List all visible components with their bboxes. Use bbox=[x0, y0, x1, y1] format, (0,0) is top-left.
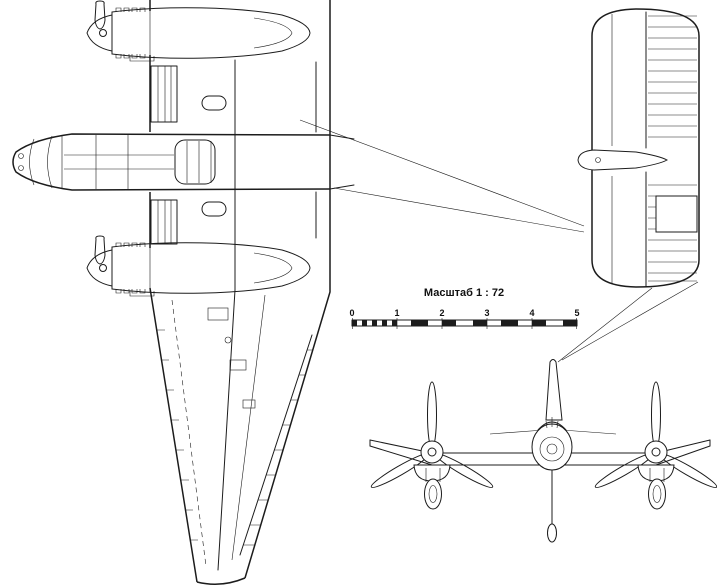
propeller-blade bbox=[651, 381, 661, 449]
scale-ruler-ticks bbox=[352, 318, 577, 329]
fuselage-frames bbox=[61, 134, 129, 190]
aileron-ribs bbox=[243, 349, 313, 546]
canopy bbox=[174, 139, 216, 185]
wing-tip bbox=[196, 577, 246, 585]
main-wheel bbox=[648, 478, 666, 510]
scale-title: Масштаб 1 : 72 bbox=[424, 287, 504, 299]
radiator-port-grille bbox=[157, 66, 172, 122]
elevator-trim-tab bbox=[655, 195, 698, 233]
tail-light bbox=[595, 157, 601, 163]
gear-struts bbox=[425, 468, 441, 482]
tailwheel bbox=[547, 523, 557, 543]
engine-nacelle bbox=[86, 0, 311, 62]
radiator-port bbox=[150, 65, 178, 123]
nose-glazing-ring bbox=[539, 436, 565, 462]
spinner-front bbox=[644, 440, 668, 464]
radiator-starboard bbox=[150, 199, 178, 245]
tailplane-outline bbox=[591, 8, 700, 288]
nacelle-inner-line bbox=[253, 17, 293, 49]
fuel-filler-cap bbox=[224, 336, 232, 344]
leader-wires bbox=[557, 281, 699, 363]
vertical-fin bbox=[545, 359, 563, 421]
propeller-hub bbox=[99, 29, 107, 37]
wing-access-panel bbox=[207, 307, 229, 321]
scale-tick-label: 2 bbox=[439, 308, 444, 318]
gear-struts bbox=[649, 468, 665, 482]
wing-hatch-oval bbox=[201, 201, 227, 217]
wing-hatch-oval bbox=[201, 95, 227, 111]
scale-tick-label: 0 bbox=[349, 308, 354, 318]
spinner bbox=[86, 14, 113, 52]
tailplane-view bbox=[577, 8, 700, 288]
exhaust-stubs bbox=[115, 7, 146, 59]
panel-line bbox=[231, 294, 266, 561]
fuselage-plan bbox=[12, 133, 355, 191]
spinner-hub bbox=[651, 447, 661, 457]
tailplane-edge bbox=[489, 429, 617, 435]
port-engine-front bbox=[370, 381, 494, 510]
tail-cone bbox=[577, 149, 669, 171]
propeller-blade bbox=[94, 0, 106, 30]
nose-gun-port bbox=[18, 153, 24, 159]
wheel-hub bbox=[652, 485, 662, 503]
wing-access-panel bbox=[242, 399, 256, 409]
nose-glazing-ring bbox=[546, 443, 558, 455]
tail-leader-lines bbox=[299, 119, 585, 233]
nose-gun-port bbox=[18, 165, 24, 171]
wing-tips bbox=[369, 439, 711, 447]
spinner-hub bbox=[427, 447, 437, 457]
nacelle-body bbox=[111, 7, 311, 59]
fuselage-front bbox=[531, 417, 573, 543]
fuselage-outline bbox=[12, 133, 331, 191]
scale-tick-label: 4 bbox=[529, 308, 534, 318]
front-view bbox=[369, 281, 717, 543]
spinner-front bbox=[420, 440, 444, 464]
wing-plan bbox=[149, 0, 331, 585]
starboard-engine-front bbox=[594, 381, 717, 510]
scale-ruler-outline bbox=[351, 319, 578, 327]
main-spar-line bbox=[217, 59, 236, 571]
wing-trailing-edge bbox=[244, 0, 331, 579]
engine-nacelle-starboard bbox=[86, 235, 311, 297]
scale-tick-label: 5 bbox=[574, 308, 579, 318]
wheel-hub bbox=[428, 485, 438, 503]
fuselage-section bbox=[531, 423, 573, 471]
plan-view bbox=[12, 0, 585, 585]
scale-bar: Масштаб 1 : 72 0 1 2 3 4 5 bbox=[349, 287, 580, 329]
canopy-frames bbox=[545, 417, 559, 429]
nose-glazing bbox=[29, 135, 53, 189]
scale-tick-label: 1 bbox=[394, 308, 399, 318]
leading-edge-rib-ticks bbox=[157, 329, 198, 541]
radiator-starboard-grille bbox=[157, 200, 172, 244]
bomb-bay-doors bbox=[64, 154, 174, 170]
rear-fuselage-break bbox=[329, 134, 355, 190]
elevator-ribs bbox=[648, 15, 697, 282]
wing-access-panel bbox=[229, 359, 247, 371]
wing-leading-edge bbox=[149, 0, 198, 583]
aileron-hinge-line bbox=[239, 334, 313, 556]
main-wheel bbox=[424, 478, 442, 510]
canopy-frames bbox=[186, 141, 212, 183]
spar-datum-dashed bbox=[171, 299, 207, 567]
scale-tick-label: 3 bbox=[484, 308, 489, 318]
propeller-blade bbox=[427, 381, 437, 449]
carburettor-intake bbox=[129, 56, 155, 62]
